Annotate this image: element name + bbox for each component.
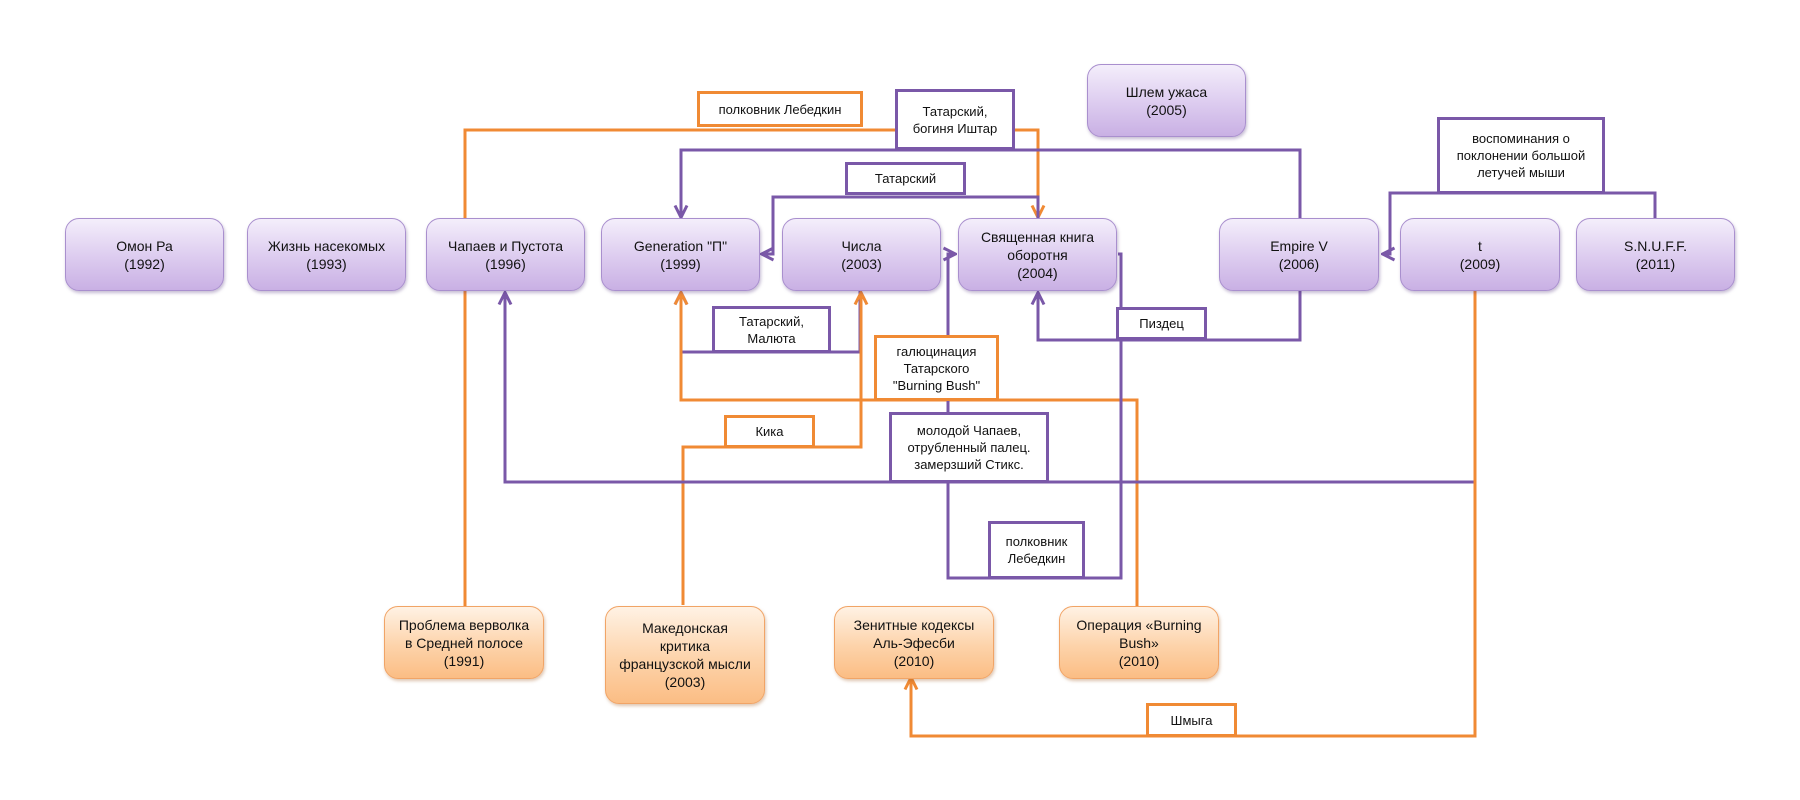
label-polkovnik-lebedkin-bottom: полковник Лебедкин [988, 521, 1085, 579]
label-kika: Кика [724, 415, 815, 448]
node-shlem-uzhasa[interactable]: Шлем ужаса (2005) [1087, 64, 1246, 137]
node-operaciya-burning-bush[interactable]: Операция «Burning Bush» (2010) [1059, 606, 1219, 679]
node-problema-verwolka[interactable]: Проблема верволка в Средней полосе (1991… [384, 606, 544, 679]
node-svyashchennaya-kniga[interactable]: Священная книга оборотня (2004) [958, 218, 1117, 291]
node-chisla[interactable]: Числа (2003) [782, 218, 941, 291]
label-molodoy-chapaev: молодой Чапаев, отрубленный палец. замер… [889, 412, 1049, 483]
node-snuff[interactable]: S.N.U.F.F. (2011) [1576, 218, 1735, 291]
label-tatarsky-ishtar: Татарский, богиня Иштар [895, 89, 1015, 150]
node-zhizn-nasekomyh[interactable]: Жизнь насекомых (1993) [247, 218, 406, 291]
link-empire-to-svyashchennaya [1038, 291, 1302, 342]
label-vospominaniya: воспоминания о поклонении большой летуче… [1437, 117, 1605, 194]
node-chapaev-i-pustota[interactable]: Чапаев и Пустота (1996) [426, 218, 585, 291]
node-t[interactable]: t (2009) [1400, 218, 1560, 291]
link-empire-to-genp [681, 148, 1302, 218]
link-svyashchennaya-to-chisla [763, 195, 1040, 254]
link-snuff-to-t [1384, 191, 1657, 254]
label-polkovnik-lebedkin-top: полковник Лебедкин [697, 91, 863, 127]
label-shmyga: Шмыга [1146, 703, 1237, 737]
label-gallyucinaciya: галюцинация Татарского "Burning Bush" [874, 335, 999, 401]
label-tatarsky-malyuta: Татарский, Малюта [712, 306, 831, 353]
node-omon-ra[interactable]: Омон Ра (1992) [65, 218, 224, 291]
label-tatarsky: Татарский [845, 162, 966, 195]
node-empire-v[interactable]: Empire V (2006) [1219, 218, 1379, 291]
node-generation-p[interactable]: Generation "П" (1999) [601, 218, 760, 291]
node-makedonskaya-kritika[interactable]: Македонская критика французской мысли (2… [605, 606, 765, 704]
node-zenitnye-kodeksy[interactable]: Зенитные кодексы Аль-Эфесби (2010) [834, 606, 994, 679]
link-problema-to-svyashchennaya [463, 128, 1038, 615]
label-pizdec: Пиздец [1116, 307, 1207, 340]
